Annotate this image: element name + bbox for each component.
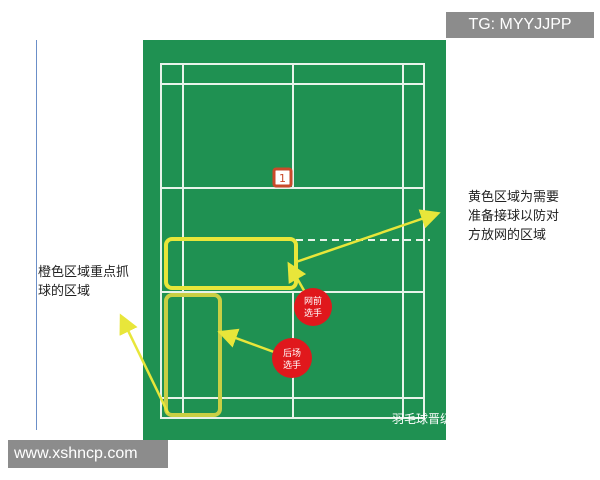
- marker-1-label: 1: [279, 172, 286, 185]
- yellow-zone-note: 黄色区域为需要 准备接球以防对 方放网的区域: [468, 190, 560, 243]
- net-player-label-line2: 选手: [304, 307, 322, 319]
- back-player-label-line1: 后场: [283, 348, 301, 359]
- author-credit: 羽毛球晋级之路-迪迪王: [392, 412, 517, 426]
- watermark-bottom: www.xshncp.com: [8, 440, 168, 468]
- arrow-back-player: [217, 328, 275, 354]
- orange-zone-note: 橙色区域重点抓 球的区域: [38, 265, 130, 299]
- back-player-label-line2: 选手: [283, 359, 301, 371]
- arrow-orange-zone-note: [119, 313, 170, 414]
- back-player-circle: [272, 338, 312, 378]
- marker-1-box: [272, 167, 293, 188]
- net-player-circle: [294, 288, 332, 326]
- arrow-yellow-zone-note: [295, 209, 441, 264]
- left-border-line: [36, 40, 37, 430]
- yellow-zone: [164, 237, 298, 290]
- watermark-top: TG: MYYJJPP: [446, 12, 594, 38]
- net-player-label-line1: 网前: [304, 295, 322, 307]
- orange-zone: [164, 293, 222, 417]
